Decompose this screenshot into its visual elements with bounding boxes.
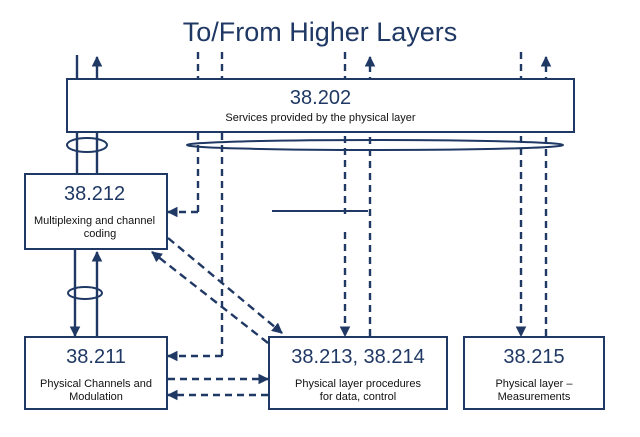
box-38-212: 38.212 Multiplexing and channel coding	[24, 173, 168, 250]
ellipse-mid-left	[67, 286, 103, 300]
box-38-213-214-number: 38.213, 38.214	[291, 346, 425, 368]
box-38-202-desc: Services provided by the physical layer	[225, 112, 416, 124]
box-38-212-desc-line1: Multiplexing and channel	[34, 215, 156, 227]
box-38-213-214: 38.213, 38.214 Physical layer procedures…	[268, 336, 448, 410]
gap-strip	[340, 214, 348, 232]
box-38-215-desc-line2: Measurements	[497, 391, 571, 403]
box-38-211-number: 38.211	[66, 346, 126, 368]
box-38-213-214-desc-line1: Physical layer procedures	[295, 378, 421, 390]
box-38-213-214-desc-line2: for data, control	[319, 391, 397, 403]
ellipse-services	[186, 139, 564, 151]
box-38-215-number: 38.215	[503, 346, 565, 368]
box-38-215-desc-line1: Physical layer –	[495, 378, 573, 390]
box-38-212-number: 38.212	[64, 183, 126, 205]
box-38-202-number: 38.202	[289, 87, 352, 109]
ellipse-top-left	[66, 137, 108, 153]
box-38-202: 38.202 Services provided by the physical…	[66, 78, 575, 133]
box-38-211-desc-line1: Physical Channels and	[40, 378, 152, 390]
diagram-title: To/From Higher Layers	[182, 17, 458, 47]
box-38-212-desc-line2: coding	[83, 228, 117, 240]
box-38-211-desc-line2: Modulation	[69, 391, 123, 403]
dash-213-to-212	[151, 251, 269, 344]
dash-212-to-213	[167, 237, 283, 334]
box-38-211: 38.211 Physical Channels and Modulation	[24, 336, 168, 410]
box-38-215: 38.215 Physical layer – Measurements	[463, 336, 605, 410]
